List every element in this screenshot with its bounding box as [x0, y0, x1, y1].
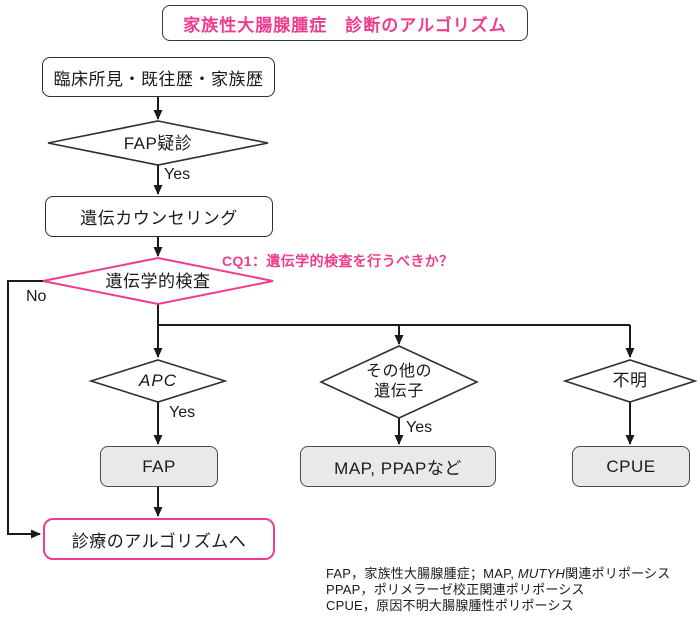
decision-diamond-genetic-test — [42, 256, 274, 306]
node-genetic-counseling: 遺伝カウンセリング — [45, 196, 273, 237]
footnote-line-2: PPAP，ポリメラーゼ校正関連ポリポーシス — [326, 582, 585, 597]
footnote-line-1: FAP，家族性大腸腺腫症；MAP, MUTYH関連ポリポーシス — [326, 566, 670, 582]
edge-label-no-genetic-test: No — [26, 288, 47, 305]
no-path-genetic-test-to-care-algorithm — [7, 280, 43, 539]
node-care-algorithm: 診療のアルゴリズムへ — [43, 518, 275, 560]
footnote-line1-post: 関連ポリポーシス — [565, 566, 671, 581]
decision-diamond-other-genes — [319, 345, 479, 419]
decision-diamond-apc — [88, 359, 228, 403]
label-genetic-test: 遺伝学的検査 — [105, 272, 211, 291]
edge-label-yes-apc: Yes — [169, 404, 196, 421]
node-cpue: CPUE — [572, 446, 690, 487]
footnotes: FAP，家族性大腸腺腫症；MAP, MUTYH関連ポリポーシス PPAP，ポリメ… — [326, 566, 670, 614]
edge-label-yes-fap-suspect: Yes — [164, 166, 191, 183]
label-apc-gene: APC — [139, 371, 177, 390]
decision-diamond-unknown — [562, 359, 698, 403]
branch-line-genetic-test — [157, 304, 630, 326]
node-map-ppap: MAP, PPAPなど — [300, 446, 496, 487]
edge-label-yes-other-genes: Yes — [406, 419, 433, 436]
annotation-cq1: CQ1：遺伝学的検査を行うべきか？ — [222, 253, 454, 269]
footnote-mutyh-italic: MUTYH — [517, 566, 566, 581]
label-other-genes: その他の 遺伝子 — [365, 363, 433, 400]
footnote-line1-pre: FAP，家族性大腸腺腫症；MAP, — [326, 566, 518, 581]
node-clinical-findings: 臨床所見・既往歴・家族歴 — [42, 57, 275, 97]
node-fap: FAP — [100, 446, 218, 487]
label-fap-suspect: FAP疑診 — [123, 134, 193, 153]
decision-diamond-fap-suspect — [47, 120, 269, 166]
page-title: 家族性大腸腺腫症 診断のアルゴリズム — [162, 5, 528, 41]
footnote-line-3: CPUE，原因不明大腸腺腫性ポリポーシス — [326, 598, 574, 613]
label-unknown: 不明 — [612, 371, 648, 390]
